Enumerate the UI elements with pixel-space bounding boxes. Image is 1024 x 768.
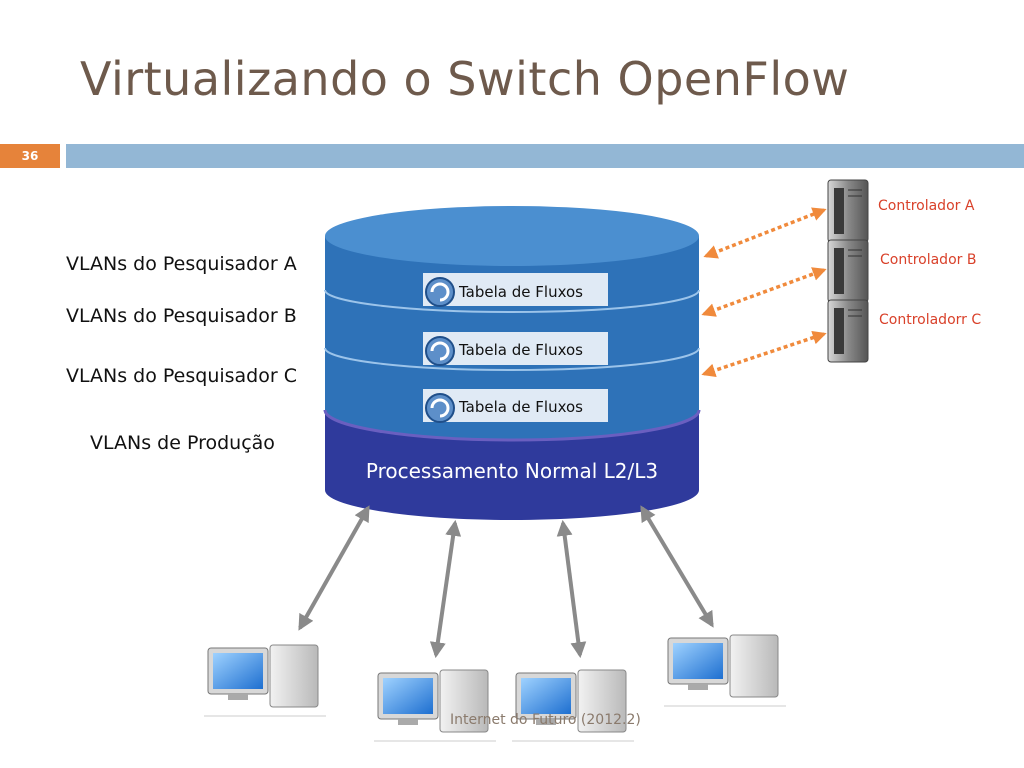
slide-title: Virtualizando o Switch OpenFlow [80, 52, 850, 106]
slide-footer: Internet do Futuro (2012.2) [450, 712, 641, 728]
computer-icon [204, 644, 326, 717]
flow-table-c: Tabela de Fluxos [423, 389, 608, 423]
normal-processing-label: Processamento Normal L2/L3 [366, 459, 658, 483]
flow-table-b: Tabela de Fluxos [423, 332, 608, 366]
computer-icon [512, 669, 634, 742]
vlan-label-researcher-a: VLANs do Pesquisador A [66, 253, 297, 275]
controller-label-b: Controlador B [880, 252, 977, 268]
host-link-1 [298, 505, 370, 631]
controller-link-b [701, 267, 827, 317]
slide-number: 36 [0, 144, 60, 168]
vlan-label-researcher-b: VLANs do Pesquisador B [66, 305, 297, 327]
server-icon [827, 179, 869, 243]
flow-table-a: Tabela de Fluxos [423, 273, 608, 307]
host-link-4 [640, 505, 714, 628]
header-bar [66, 144, 1024, 168]
flow-table-label: Tabela de Fluxos [458, 398, 583, 416]
computer-icon [374, 669, 496, 742]
controller-label-a: Controlador A [878, 198, 975, 214]
computer-icon [664, 634, 786, 707]
refresh-icon [425, 277, 455, 307]
refresh-icon [425, 393, 455, 423]
server-icon [827, 239, 869, 303]
host-link-3 [556, 519, 587, 659]
flow-table-label: Tabela de Fluxos [458, 341, 583, 359]
server-icon [827, 299, 869, 363]
refresh-icon [425, 336, 455, 366]
host-link-2 [429, 519, 462, 659]
controller-link-a [703, 207, 827, 259]
vlan-label-researcher-c: VLANs do Pesquisador C [66, 365, 297, 387]
controller-label-c: Controladorr C [879, 312, 982, 328]
flow-table-label: Tabela de Fluxos [458, 283, 583, 301]
vlan-label-production: VLANs de Produção [90, 432, 275, 454]
controller-link-c [701, 330, 827, 378]
